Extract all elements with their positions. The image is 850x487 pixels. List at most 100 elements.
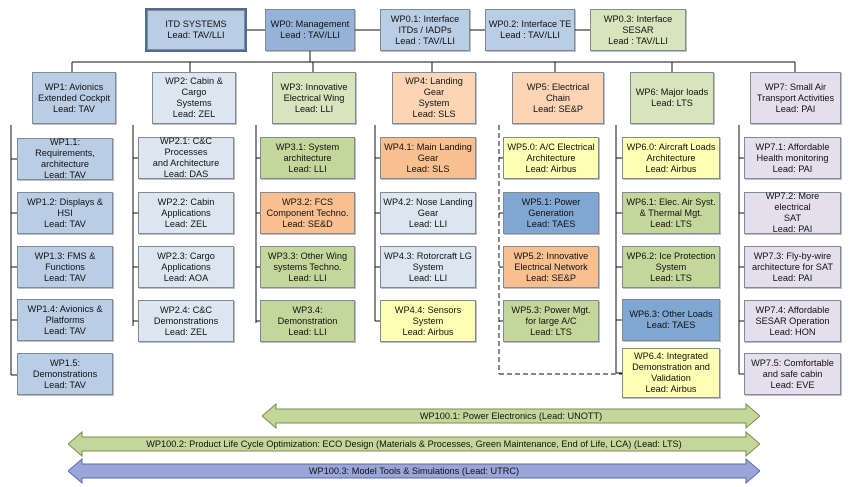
wp3-1-title: WP3.1: System architecture xyxy=(275,141,340,163)
wp7-header: WP7: Small Air Transport Activities Lead… xyxy=(750,72,841,124)
wp5-3-box: WP5.3: Power Mgt. for large A/C Lead: LT… xyxy=(503,300,599,342)
wp2-1-box: WP2.1: C&C Processes and Architecture Le… xyxy=(138,136,234,179)
wp1-5-title: WP1.5: Demonstrations xyxy=(32,357,98,379)
wp6-1-lead: Lead: LTS xyxy=(650,218,692,229)
wp4-3-title: WP4.3: Rotorcraft LG System xyxy=(384,250,472,272)
wp7-3-title: WP7.3: Fly-by-wire architecture for SAT xyxy=(751,250,833,272)
wp4-4-box: WP4.4: Sensors System Lead: Airbus xyxy=(380,300,476,342)
wp0-1-title: WP0.1: Interface ITDs / IADPs xyxy=(390,13,460,35)
wp3-2-box: WP3.2: FCS Component Techno. Lead: SE&D xyxy=(260,192,355,234)
wp1-header: WP1: Avionics Extended Cockpit Lead: TAV xyxy=(32,72,116,124)
itd-systems-lead: Lead: TAV/LLI xyxy=(167,30,225,40)
wp1-5-box: WP1.5: Demonstrations Lead: TAV xyxy=(17,353,113,395)
wp3-4-title: WP3.4: Demonstration xyxy=(277,304,338,326)
wp4-lead: Lead: SLS xyxy=(412,109,456,119)
wp5-0-lead: Lead: Airbus xyxy=(525,163,577,174)
wp3-4-box: WP3.4: Demonstration Lead: LLI xyxy=(260,300,355,342)
wp100-1-label: WP100.1: Power Electronics (Lead: UNOTT) xyxy=(419,411,603,421)
wp3-1-lead: Lead: LLI xyxy=(288,163,327,174)
wp100-2-label: WP100.2: Product Life Cycle Optimization… xyxy=(146,439,682,449)
wp2-lead: Lead: ZEL xyxy=(172,109,216,119)
wp100-1-arrow-shape xyxy=(262,403,760,429)
wp5-2-box: WP5.2: Innovative Electrical Network Lea… xyxy=(503,246,599,288)
wp5-1-box: WP5.1: Power Generation Lead: TAES xyxy=(503,192,599,234)
wp100-3-arrow: WP100.3: Model Tools & Simulations (Lead… xyxy=(68,458,760,484)
wp3-1-box: WP3.1: System architecture Lead: LLI xyxy=(260,137,355,179)
wp6-4-title: WP6.4: Integrated Demonstration and Vali… xyxy=(632,351,710,383)
wp7-1-box: WP7.1: Affordable Health monitoring Lead… xyxy=(744,137,841,179)
wp0-3-title: WP0.3: Interface SESAR xyxy=(603,13,673,35)
wp2-3-lead: Lead: AOA xyxy=(163,272,209,283)
wp2-1-lead: Lead: DAS xyxy=(163,169,209,179)
wp3-lead: Lead: LLI xyxy=(294,103,334,114)
wp5-0-title: WP5.0: A/C Electrical Architecture xyxy=(507,141,595,163)
wp1-5-lead: Lead: TAV xyxy=(44,379,86,390)
wp7-4-box: WP7.4: Affordable SESAR Operation Lead: … xyxy=(744,300,841,342)
wp1-2-title: WP1.2: Displays & HSI xyxy=(26,196,104,218)
wp1-1-lead: Lead: TAV xyxy=(44,170,86,180)
wp7-3-box: WP7.3: Fly-by-wire architecture for SAT … xyxy=(744,246,841,288)
wp0-3-box: WP0.3: Interface SESAR Lead : TAV/LLI xyxy=(590,9,686,51)
wp4-3-box: WP4.3: Rotorcraft LG System Lead: LLI xyxy=(380,246,476,288)
wp3-2-title: WP3.2: FCS Component Techno. xyxy=(266,196,349,218)
wp7-5-title: WP7.5: Comfortable and safe cabin xyxy=(751,357,834,379)
wp1-1-box: WP1.1: Requirements, architecture Lead: … xyxy=(17,137,113,180)
wp0-3-lead: Lead : TAV/LLI xyxy=(608,35,668,46)
wp3-3-title: WP3.3: Other Wing systems Techno. xyxy=(267,250,348,272)
wp1-lead: Lead: TAV xyxy=(53,103,95,114)
wp1-3-title: WP1.3: FMS & Functions xyxy=(34,250,96,272)
wp5-header: WP5: Electrical Chain Lead: SE&P xyxy=(512,72,604,124)
wp100-1-arrow: WP100.1: Power Electronics (Lead: UNOTT) xyxy=(262,403,760,429)
wp3-2-lead: Lead: SE&D xyxy=(282,218,333,229)
wp6-3-box: WP6.3: Other Loads Lead: TAES xyxy=(622,299,720,341)
wp7-title: WP7: Small Air Transport Activities xyxy=(756,81,835,103)
wp4-1-lead: Lead: SLS xyxy=(406,163,450,174)
wp2-4-title: WP2.4: C&C Demonstrations xyxy=(153,304,219,326)
wp0-1-lead: Lead : TAV/LLI xyxy=(395,35,455,46)
wp6-4-lead: Lead: Airbus xyxy=(645,384,697,394)
wp2-3-title: WP2.3: Cargo Applications xyxy=(157,250,215,272)
itd-systems-title: ITD SYSTEMS xyxy=(165,19,227,29)
wp4-header: WP4: Landing Gear System Lead: SLS xyxy=(392,72,476,124)
wp4-2-lead: Lead: LLI xyxy=(408,218,448,229)
wp3-header: WP3: Innovative Electrical Wing Lead: LL… xyxy=(272,72,356,124)
wp5-title: WP5: Electrical Chain xyxy=(526,81,590,103)
wp2-3-box: WP2.3: Cargo Applications Lead: AOA xyxy=(138,246,234,288)
wp3-4-lead: Lead: LLI xyxy=(288,326,327,337)
wp6-3-title: WP6.3: Other Loads xyxy=(629,309,713,319)
wp5-1-title: WP5.1: Power Generation xyxy=(521,196,581,218)
wp4-1-box: WP4.1: Main Landing Gear Lead: SLS xyxy=(380,137,476,179)
wp6-3-lead: Lead: TAES xyxy=(646,320,696,330)
wp0-lead: Lead : TAV/LLI xyxy=(280,30,340,40)
wp7-4-lead: Lead: HON xyxy=(769,326,816,337)
wp1-3-lead: Lead: TAV xyxy=(44,272,86,283)
wp6-0-title: WP6.0: Aircraft Loads Architecture xyxy=(626,141,716,163)
wp100-3-arrow-shape xyxy=(68,458,760,484)
wp4-2-title: WP4.2: Nose Landing Gear xyxy=(383,196,473,218)
wp6-title: WP6: Major loads xyxy=(635,87,709,97)
wp1-2-box: WP1.2: Displays & HSI Lead: TAV xyxy=(17,192,113,234)
wp0-2-lead: Lead : TAV/LLI xyxy=(500,30,560,40)
wp1-title: WP1: Avionics Extended Cockpit xyxy=(37,81,110,103)
wp4-title: WP4: Landing Gear System xyxy=(405,76,463,108)
wp2-2-box: WP2.2: Cabin Applications Lead: ZEL xyxy=(138,192,234,234)
wp7-2-lead: Lead: PAI xyxy=(772,224,813,234)
wp6-1-title: WP6.1: Elec. Air Syst. & Thermal Mgt. xyxy=(626,196,716,218)
wp1-4-lead: Lead: TAV xyxy=(44,325,86,336)
wp6-2-title: WP6.2: Ice Protection System xyxy=(626,250,716,272)
wp4-4-lead: Lead: Airbus xyxy=(402,326,454,337)
wp7-5-lead: Lead: EVE xyxy=(770,379,815,390)
wp5-lead: Lead: SE&P xyxy=(532,103,584,114)
wp5-0-box: WP5.0: A/C Electrical Architecture Lead:… xyxy=(503,137,599,179)
wp2-4-box: WP2.4: C&C Demonstrations Lead: ZEL xyxy=(138,300,234,342)
wp7-3-lead: Lead: PAI xyxy=(772,272,813,283)
wp2-2-lead: Lead: ZEL xyxy=(164,218,208,229)
wp6-1-box: WP6.1: Elec. Air Syst. & Thermal Mgt. Le… xyxy=(622,192,720,234)
wp100-2-arrow: WP100.2: Product Life Cycle Optimization… xyxy=(68,431,760,457)
wp5-2-title: WP5.2: Innovative Electrical Network xyxy=(513,250,589,272)
wp6-0-lead: Lead: Airbus xyxy=(645,163,697,174)
wp3-title: WP3: Innovative Electrical Wing xyxy=(280,81,348,103)
wp6-header: WP6: Major loads Lead: LTS xyxy=(630,72,714,124)
